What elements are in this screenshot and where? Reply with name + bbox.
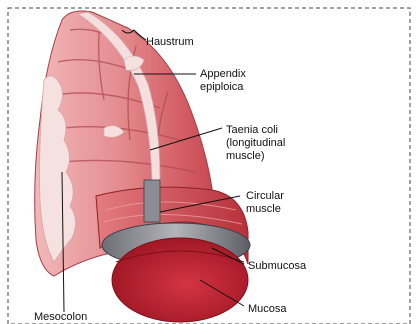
- taenia-cut-section: [144, 180, 160, 222]
- label-taenia-coli: Taenia coli (longitudinal muscle): [226, 124, 285, 163]
- label-mesocolon: Mesocolon: [34, 311, 87, 324]
- label-haustrum: Haustrum: [146, 36, 194, 49]
- label-circular-muscle: Circular muscle: [246, 190, 284, 216]
- label-appendix-epiploica: Appendix epiploica: [200, 68, 246, 94]
- label-submucosa: Submucosa: [248, 260, 306, 273]
- label-mucosa: Mucosa: [248, 303, 287, 316]
